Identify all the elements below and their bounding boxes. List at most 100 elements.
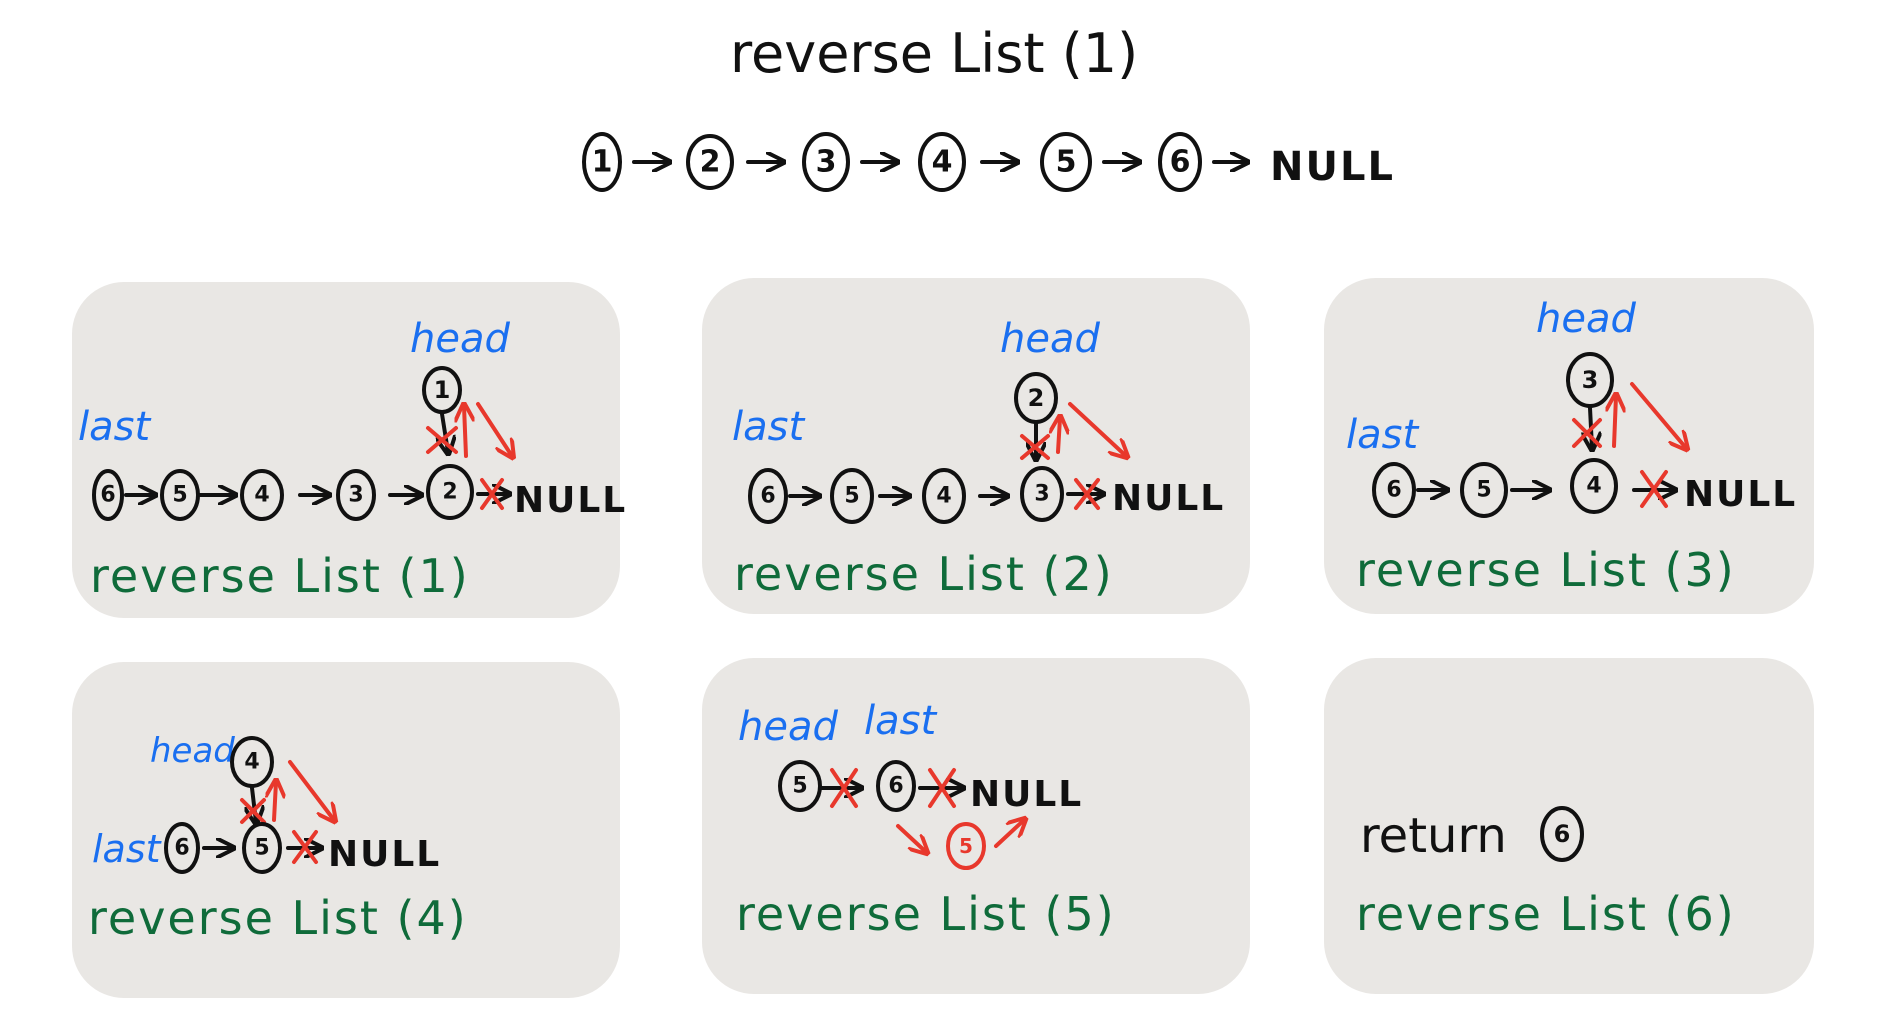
p3-node-4-label: 4 [1586,474,1601,499]
panel-4: head last 4 6 5 NULL reverse List (4) [72,662,620,998]
p1-node-2: 2 [426,464,474,520]
head-label: head [150,731,235,771]
panel-caption: reverse List (3) [1356,543,1736,597]
top-node-2-label: 2 [700,145,721,180]
p2-node-3: 3 [1020,466,1064,522]
p5-node-6: 6 [876,760,916,812]
p5-red-node-label: 5 [959,834,973,858]
top-node-3-label: 3 [816,145,837,180]
p4-node-5-label: 5 [254,836,269,861]
p3-node-4: 4 [1570,458,1618,514]
cross-icon [426,426,458,454]
top-linked-list: 1 2 3 4 5 6 NULL [582,132,1395,192]
head-node-label: 1 [434,376,451,404]
null-label: NULL [1112,478,1225,519]
panel-4-background [72,662,620,998]
cross-icon [928,768,956,808]
last-label: last [92,827,163,871]
top-node-4-label: 4 [932,145,953,180]
p2-node-6: 6 [748,468,788,524]
red-back-arrow-icon [274,782,276,822]
cross-icon [1640,470,1668,508]
p2-node-5-label: 5 [844,484,859,509]
last-label: last [732,404,805,450]
cross-icon [292,830,318,864]
head-node-label: 4 [244,750,259,775]
panel-3-background [1324,278,1814,614]
red-back-arrow-icon [464,406,466,458]
return-text: return [1360,808,1507,864]
head-label: head [410,316,510,362]
p2-node-4-label: 4 [936,484,951,509]
top-node-3: 3 [802,132,850,192]
p5-node-6-label: 6 [888,774,903,799]
top-node-5: 5 [1040,132,1092,192]
panel-caption: reverse List (6) [1356,887,1736,941]
cross-icon [240,798,266,824]
head-label: head [1000,316,1100,362]
cross-icon [1572,418,1602,448]
panel-caption: reverse List (2) [734,547,1114,601]
p2-node-6-label: 6 [760,484,775,509]
top-node-1: 1 [582,132,622,192]
p2-node-4: 4 [922,468,966,524]
red-null-arrow-icon [1630,382,1686,448]
cross-icon [1020,434,1050,460]
last-label: last [864,698,937,744]
p1-node-6: 6 [92,469,124,521]
top-node-6-label: 6 [1170,145,1191,180]
cross-icon [480,478,504,510]
panel-caption: reverse List (5) [736,887,1116,941]
top-node-2: 2 [686,134,734,190]
last-label: last [1346,412,1419,458]
return-node-label: 6 [1554,820,1571,848]
head-label: head [1536,296,1636,342]
p2-node-5: 5 [830,468,874,524]
null-label: NULL [970,774,1083,815]
panel-caption: reverse List (1) [90,549,470,603]
p3-node-5-label: 5 [1476,478,1491,503]
top-node-1-label: 1 [592,145,613,180]
page-title: reverse List (1) [730,22,1138,85]
panel-caption: reverse List (4) [88,891,468,945]
red-null-arrow-icon [476,402,512,456]
panel-2-background [702,278,1250,614]
head-node-label: 3 [1582,366,1599,394]
null-label: NULL [514,480,627,521]
last-label: last [78,404,151,450]
panel-6: return 6 reverse List (6) [1324,658,1814,994]
p5-red-node: 5 [946,822,986,870]
p1-node-3-label: 3 [348,483,363,508]
red-null-arrow-icon [288,760,334,820]
cross-icon [830,768,858,808]
panel-5: head last 5 6 NULL 5 reverse List (5) [702,658,1250,994]
p5-node-5: 5 [778,760,822,812]
red-down-arrow-icon [896,824,926,852]
p1-node-5-label: 5 [172,483,187,508]
top-node-6: 6 [1158,132,1202,192]
null-label: NULL [328,834,441,875]
p1-node-2-label: 2 [442,480,457,505]
p4-node-5: 5 [242,822,282,874]
head-node-label: 2 [1028,384,1045,412]
p1-node-4: 4 [240,469,284,521]
head-label: head [738,704,838,750]
top-node-5-label: 5 [1056,145,1077,180]
panel-1: head last 1 6 5 4 3 [72,282,627,618]
panel-1-background [72,282,620,618]
p3-node-6-label: 6 [1386,478,1401,503]
p1-node-4-label: 4 [254,483,269,508]
top-null-label: NULL [1270,144,1395,190]
down-arrow-icon [252,786,256,822]
panel-2: head last 2 6 5 4 3 NULL rev [702,278,1250,614]
null-label: NULL [1684,474,1797,515]
red-up-arrow-icon [994,820,1024,848]
red-back-arrow-icon [1614,396,1616,448]
return-node: 6 [1540,806,1584,862]
p2-node-3-label: 3 [1034,482,1049,507]
top-node-4: 4 [918,132,966,192]
p4-node-6-label: 6 [174,836,189,861]
p4-node-6: 6 [164,822,200,874]
p1-node-6-label: 6 [100,483,115,508]
